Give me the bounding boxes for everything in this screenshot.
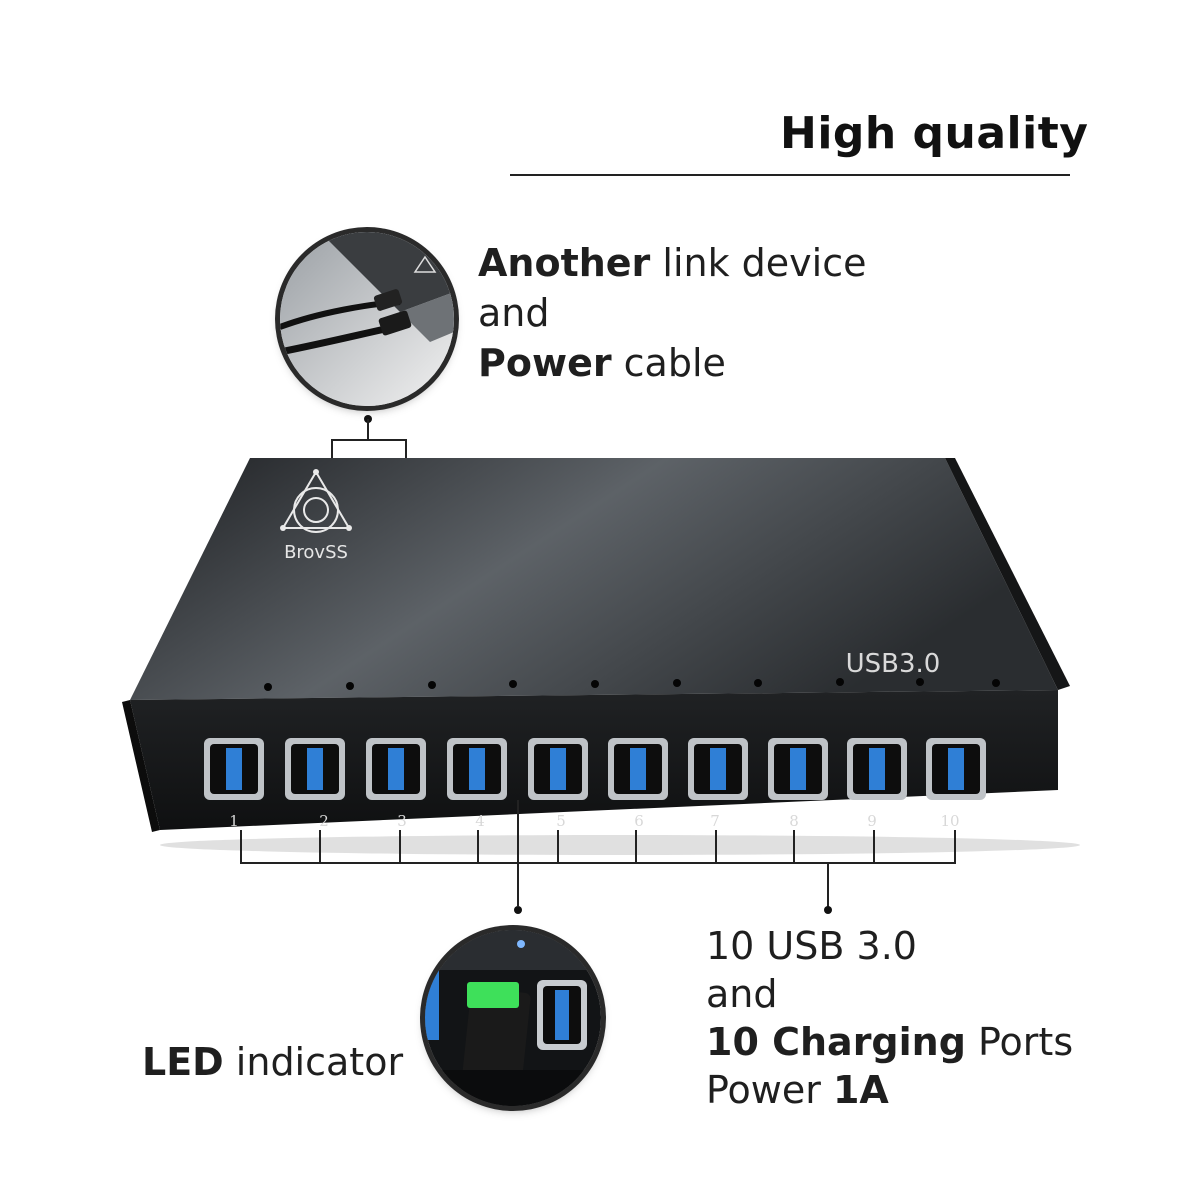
usb-port <box>768 738 828 800</box>
caption-text: Ports <box>965 1020 1074 1064</box>
rear-callout-connector <box>331 415 407 462</box>
caption-bold: 10 Charging <box>706 1020 966 1064</box>
port-number: 9 <box>867 812 877 830</box>
port-number: 3 <box>397 812 407 830</box>
port-number: 5 <box>556 812 566 830</box>
caption-bold: 1A <box>832 1068 889 1112</box>
usb-port <box>285 738 345 800</box>
caption-text: link device <box>650 241 867 285</box>
led-callout-connector <box>514 800 522 914</box>
caption-text: indicator <box>223 1040 404 1084</box>
link-cable-caption: Another link device and Power cable <box>478 238 867 388</box>
usb-port <box>528 738 588 800</box>
usb3-label: USB3.0 <box>846 649 941 679</box>
ports-bracket-connector <box>240 830 956 914</box>
port-number: 6 <box>634 812 644 830</box>
ports-caption: 10 USB 3.0 and 10 Charging Ports Power 1… <box>706 922 1073 1114</box>
led-indicator-thumbnail <box>425 930 601 1106</box>
port-number: 1 <box>229 812 239 830</box>
rear-ports-thumbnail <box>280 232 454 406</box>
port-number: 8 <box>789 812 799 830</box>
usb-port <box>926 738 986 800</box>
usb-port <box>688 738 748 800</box>
usb-port-row <box>204 738 986 800</box>
usb-port <box>847 738 907 800</box>
port-number: 4 <box>475 812 485 830</box>
caption-text: Power <box>706 1068 833 1112</box>
title-underline <box>510 174 1070 176</box>
led-holes <box>264 678 1000 691</box>
page-title: High quality <box>780 108 1089 159</box>
port-number: 7 <box>710 812 720 830</box>
caption-text: cable <box>611 341 726 385</box>
brand-name: BrovSS <box>284 542 348 563</box>
usb-port <box>366 738 426 800</box>
brovss-logo <box>280 469 352 533</box>
caption-text: 10 USB 3.0 <box>706 924 917 968</box>
port-number: 2 <box>319 812 329 830</box>
usb-hub-device: BrovSS USB3.0 1 2 3 4 5 6 7 8 9 <box>122 458 1080 855</box>
caption-bold: Another <box>478 241 651 285</box>
caption-bold: Power <box>478 341 612 385</box>
usb-port <box>204 738 264 800</box>
logo-mark-icon <box>413 255 437 273</box>
caption-text: and <box>478 291 550 335</box>
caption-bold: LED <box>142 1040 224 1084</box>
usb-port <box>447 738 507 800</box>
led-caption: LED indicator <box>142 1037 403 1087</box>
usb-port <box>608 738 668 800</box>
caption-text: and <box>706 972 778 1016</box>
port-number: 10 <box>940 812 959 830</box>
